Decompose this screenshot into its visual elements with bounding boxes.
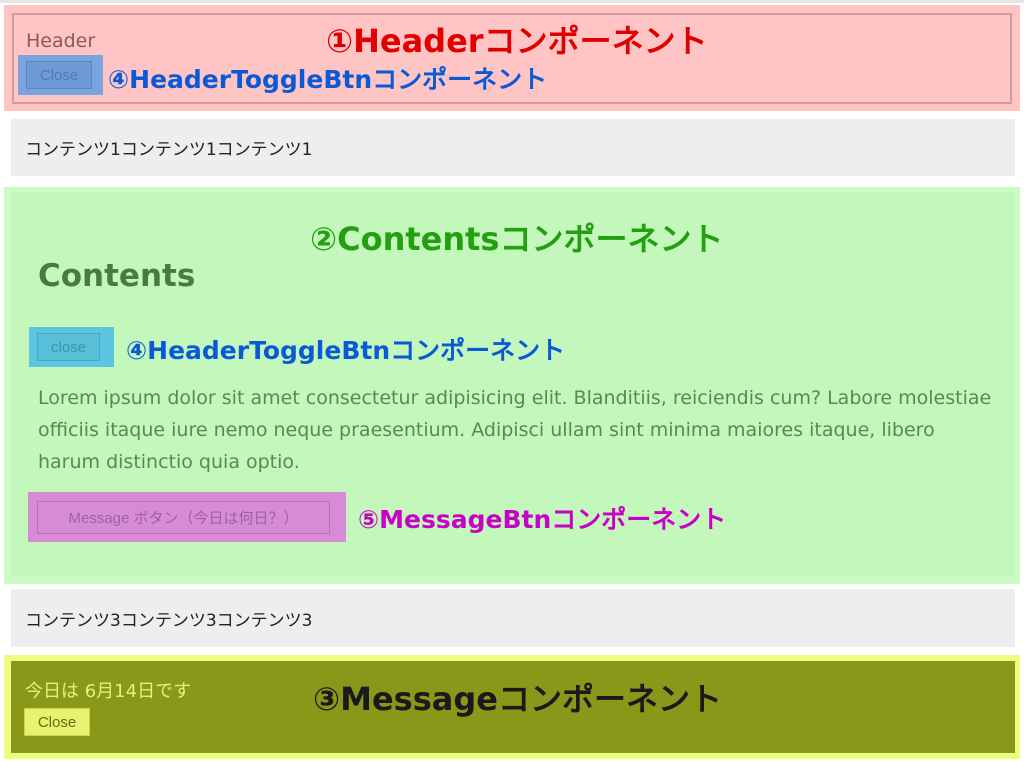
header-toggle-annotation: ④HeaderToggleBtnコンポーネント [108, 65, 548, 94]
message-button-annotation: ⑤MessageBtnコンポーネント [358, 505, 727, 534]
header-close-button[interactable]: Close [26, 61, 92, 89]
contents-close-button[interactable]: close [37, 333, 100, 361]
message-text: 今日は 6月14日です [25, 681, 192, 702]
contents-paragraph: Lorem ipsum dolor sit amet consectetur a… [38, 387, 992, 473]
contents-component-annotation: ②Contentsコンポーネント [310, 220, 724, 258]
content3-text: コンテンツ3コンテンツ3コンテンツ3 [25, 610, 313, 631]
content3-box: コンテンツ3コンテンツ3コンテンツ3 [11, 589, 1015, 647]
contents-title: Contents [38, 258, 196, 294]
header-component-highlight [4, 5, 1020, 111]
content1-box: コンテンツ1コンテンツ1コンテンツ1 [11, 119, 1015, 176]
message-close-button[interactable]: Close [24, 708, 90, 736]
message-panel [11, 661, 1015, 753]
header-title: Header [26, 30, 96, 52]
header-component-annotation: ①Headerコンポーネント [326, 22, 708, 60]
contents-toggle-annotation: ④HeaderToggleBtnコンポーネント [126, 336, 566, 365]
message-button[interactable]: Message ボタン（今日は何日？） [37, 501, 330, 534]
header [12, 13, 1012, 104]
top-divider [0, 0, 1024, 3]
message-component-annotation: ③Messageコンポーネント [313, 680, 722, 718]
content1-text: コンテンツ1コンテンツ1コンテンツ1 [25, 140, 313, 160]
